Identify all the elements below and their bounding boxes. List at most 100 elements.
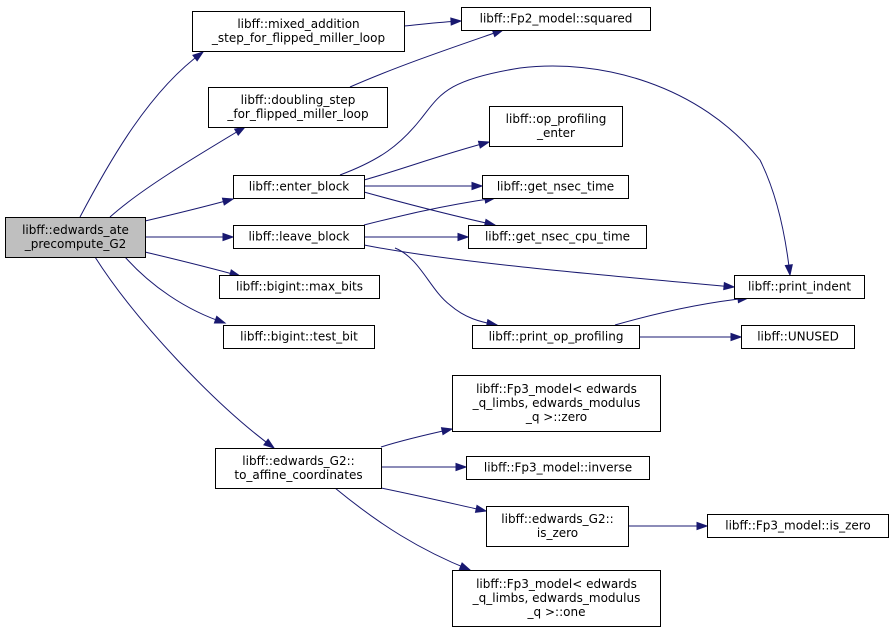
node-label: libff::doubling_step — [241, 93, 356, 107]
node-fp3-zero[interactable]: libff::Fp3_model< edwards_q_limbs, edwar… — [452, 375, 661, 432]
node-label: libff::leave_block — [248, 230, 349, 244]
node-box — [489, 106, 623, 147]
node-box — [233, 225, 365, 249]
edge-root-to-enter_block — [144, 197, 235, 222]
edge-line — [394, 247, 498, 326]
arrowhead-icon — [784, 264, 793, 277]
node-label: libff::Fp3_model< edwards — [476, 382, 637, 396]
edge-to_affine-to-inverse — [381, 462, 468, 472]
edge-line — [109, 126, 246, 218]
edge-line — [380, 428, 453, 448]
node-label: is_zero — [537, 526, 578, 540]
arrowhead-icon — [457, 232, 470, 242]
arrowhead-icon — [477, 140, 491, 149]
node-label: _step_for_flipped_miller_loop — [211, 31, 385, 45]
node-box — [223, 325, 375, 349]
edge-line — [144, 251, 241, 277]
node-label: libff::Fp3_model::is_zero — [725, 519, 871, 533]
arrowhead-icon — [263, 438, 276, 449]
edge-to_affine-to-g2_is_zero — [380, 487, 488, 513]
edge-line — [349, 29, 504, 88]
node-unused[interactable]: libff::UNUSED — [741, 325, 855, 349]
node-box — [482, 175, 629, 199]
node-label: _q_limbs, edwards_modulus — [472, 591, 641, 605]
arrowhead-icon — [471, 181, 484, 191]
arrowhead-icon — [233, 126, 247, 137]
node-fp3-one[interactable]: libff::Fp3_model< edwards_q_limbs, edwar… — [452, 570, 661, 627]
node-inverse[interactable]: libff::Fp3_model::inverse — [466, 456, 650, 480]
node-squared[interactable]: libff::Fp2_model::squared — [461, 7, 651, 31]
node-label: libff::Fp3_model< edwards — [476, 577, 637, 591]
arrowhead-icon — [221, 197, 235, 206]
arrowhead-icon — [455, 462, 468, 472]
edge-print_op-to-unused — [639, 332, 743, 342]
node-box — [233, 175, 365, 199]
node-mixed[interactable]: libff::mixed_addition_step_for_flipped_m… — [192, 11, 405, 52]
edge-enter_block-to-op_enter — [363, 140, 491, 181]
node-print-op[interactable]: libff::print_op_profiling — [472, 325, 640, 349]
edge-enter_block-to-get_nsec — [364, 181, 484, 191]
edge-line — [334, 487, 471, 571]
node-box — [452, 570, 661, 627]
node-get-cpu[interactable]: libff::get_nsec_cpu_time — [468, 225, 647, 249]
node-test-bit[interactable]: libff::bigint::test_bit — [223, 325, 375, 349]
node-fp3-is-zero[interactable]: libff::Fp3_model::is_zero — [707, 514, 889, 538]
node-label: _q >::one — [527, 605, 586, 619]
node-max-bits[interactable]: libff::bigint::max_bits — [219, 275, 380, 299]
node-print-indent[interactable]: libff::print_indent — [734, 275, 865, 299]
arrowhead-icon — [440, 427, 454, 436]
node-label: libff::Fp3_model::inverse — [484, 461, 632, 475]
node-label: libff::get_nsec_cpu_time — [485, 230, 630, 244]
edge-line — [363, 141, 490, 181]
node-box — [466, 456, 650, 480]
node-root[interactable]: libff::edwards_ate_precompute_G2 — [5, 217, 146, 258]
node-label: libff::UNUSED — [757, 330, 839, 344]
node-box — [208, 87, 388, 128]
edge-root-to-doubling — [109, 126, 247, 218]
edge-line — [380, 487, 487, 512]
node-g2-is-zero[interactable]: libff::edwards_G2::is_zero — [486, 506, 629, 547]
edge-print_op-to-print_indent — [614, 295, 750, 326]
node-op-enter[interactable]: libff::op_profiling_enter — [489, 106, 623, 147]
arrowhead-icon — [213, 315, 227, 324]
edge-mixed-to-squared — [403, 17, 463, 27]
node-label: libff::edwards_G2:: — [501, 512, 613, 526]
node-label: _for_flipped_miller_loop — [226, 107, 368, 121]
node-label: _enter — [536, 126, 575, 140]
node-get-nsec[interactable]: libff::get_nsec_time — [482, 175, 629, 199]
arrowhead-icon — [730, 332, 743, 342]
edge-enter_block-to-print_indent — [339, 65, 793, 277]
node-doubling[interactable]: libff::doubling_step_for_flipped_miller_… — [208, 87, 388, 128]
node-label: libff::get_nsec_time — [497, 180, 614, 194]
arrowhead-icon — [458, 562, 472, 571]
node-box — [192, 11, 405, 52]
edge-line — [363, 191, 496, 226]
node-enter-block[interactable]: libff::enter_block — [233, 175, 365, 199]
node-box — [707, 514, 889, 538]
edge-root-to-test_bit — [124, 256, 227, 324]
edge-root-to-mixed — [79, 51, 205, 218]
edge-to_affine-to-fp3_zero — [380, 427, 454, 448]
node-box — [215, 448, 382, 489]
node-label: libff::edwards_ate — [22, 223, 129, 237]
node-label: _precompute_G2 — [24, 237, 127, 251]
arrowhead-icon — [723, 281, 736, 291]
edge-line — [363, 244, 735, 288]
node-label: _q_limbs, edwards_modulus — [472, 396, 641, 410]
edge-line — [124, 256, 226, 324]
node-box — [452, 375, 661, 432]
edge-root-to-max_bits — [144, 251, 242, 278]
node-label: libff::enter_block — [249, 180, 350, 194]
node-label: libff::edwards_G2:: — [242, 454, 354, 468]
node-label: libff::print_op_profiling — [489, 330, 624, 344]
node-label: libff::mixed_addition — [237, 17, 359, 31]
arrowhead-icon — [192, 51, 205, 62]
node-box — [486, 506, 629, 547]
edge-line — [363, 197, 496, 226]
node-label: libff::Fp2_model::squared — [480, 12, 633, 26]
edge-leave_block-to-get_cpu — [364, 232, 470, 242]
node-leave-block[interactable]: libff::leave_block — [233, 225, 365, 249]
node-label: libff::print_indent — [748, 280, 851, 294]
edge-line — [614, 297, 749, 326]
node-to-affine[interactable]: libff::edwards_G2::to_affine_coordinates — [215, 448, 382, 489]
